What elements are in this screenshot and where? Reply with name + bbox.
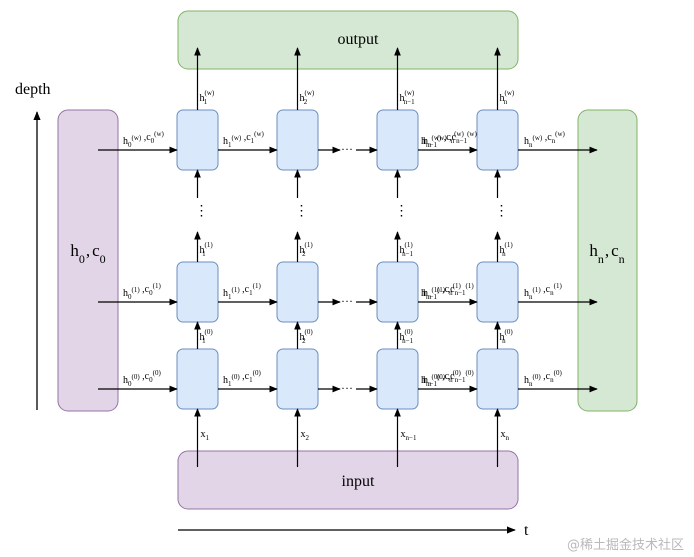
hidden-label-0-3: h(0)n [500,328,514,345]
lstm-cell-0-2 [276,348,319,410]
input-label-3: xn [501,429,510,442]
state-label-0-3: hn(0) ,cn(0) [524,369,562,388]
hidden-label-1-0: h(1)1 [200,241,214,258]
output-label: output [338,31,379,48]
hidden-label-w-3: h(w)n [500,89,515,106]
v-ellipsis-3: ⋮ [495,204,509,219]
initial-state-label: h0,c0 [70,241,105,266]
lstm-cell-1-n [476,261,519,323]
lstm-cell-0-n [476,348,519,410]
state-label-w-2: hn−1(w) ,cn−1(w) [421,130,477,149]
h-ellipsis: ··· [341,381,353,395]
state-label-w-3: hn(w) ,cn(w) [524,130,566,149]
lstm-cell-w-2 [276,109,319,171]
watermark: @稀土掘金技术社区 [566,538,684,553]
v-ellipsis-1: ⋮ [295,204,309,219]
final-state-label: hn,cn [589,241,624,266]
h-ellipsis: ··· [341,294,353,308]
time-label: t [524,522,529,539]
final-state-box [577,109,638,412]
lstm-cell-1-1 [176,261,219,323]
state-label-1-3: hn(1) ,cn(1) [524,282,562,301]
input-label-2: xn−1 [401,429,417,442]
hidden-label-0-0: h(0)1 [200,328,214,345]
hidden-label-1-1: h(1)2 [300,241,314,258]
lstm-cell-w-n−1 [376,109,419,171]
hidden-label-0-1: h(0)2 [300,328,314,345]
hidden-label-1-3: h(1)n [500,241,514,258]
output-box [177,10,519,70]
hidden-label-0-2: h(0)n−1 [400,328,414,345]
initial-state-box [57,109,119,412]
lstm-cell-0-n−1 [376,348,419,410]
v-ellipsis-2: ⋮ [395,204,409,219]
depth-label: depth [15,81,51,98]
input-box [177,450,519,510]
v-ellipsis-0: ⋮ [195,204,209,219]
input-label: input [342,473,375,490]
state-label-1-3: hn(1) ,cn(1) [423,282,461,301]
state-label-w-0: h0(w) ,c0(w) [123,130,165,149]
lstm-cell-1-2 [276,261,319,323]
lstm-cell-w-1 [176,109,219,171]
state-label-1-1: h1(1) ,c1(1) [223,282,261,301]
state-label-0-2: hn−1(0) ,cn−1(0) [421,369,474,388]
lstm-cell-w-n [476,109,519,171]
state-label-1-2: hn−1(1) ,cn−1(1) [421,282,474,301]
state-label-w-3: hn(w) ,cn(w) [423,130,465,149]
hidden-label-w-2: h(w)n−1 [400,89,416,106]
state-label-w-1: h1(w) ,c1(w) [223,130,265,149]
hidden-label-w-0: h(w)1 [200,89,215,106]
h-ellipsis: ··· [341,142,353,156]
state-label-0-0: h0(0) ,c0(0) [123,369,161,388]
hidden-label-w-1: h(w)2 [300,89,315,106]
lstm-cell-0-1 [176,348,219,410]
state-label-0-1: h1(0) ,c1(0) [223,369,261,388]
hidden-label-1-2: h(1)n−1 [400,241,414,258]
lstm-cell-1-n−1 [376,261,419,323]
input-label-1: x2 [301,429,310,442]
state-label-1-0: h0(1) ,c0(1) [123,282,161,301]
input-label-0: x1 [201,429,210,442]
state-label-0-3: hn(0) ,cn(0) [423,369,461,388]
cell-grid: h0(w) ,c0(w)h1(w) ,c1(w)···hn(w) ,cn(w)h… [98,47,598,467]
